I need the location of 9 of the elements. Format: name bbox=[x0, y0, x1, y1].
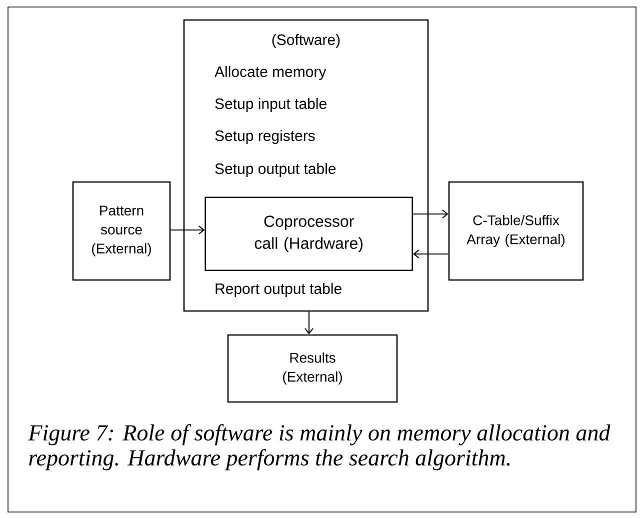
arrow bbox=[413, 210, 448, 218]
process-box: C-Table/Suffix Array (External) bbox=[448, 181, 584, 281]
arrow bbox=[304, 312, 314, 334]
caption: Figure 7: Role of software is mainly on memory allocation and reporting. Hardware performs the search algorithm. bbox=[28, 424, 610, 470]
process-box: Pattern source (External) bbox=[72, 181, 171, 281]
arrow bbox=[170, 226, 205, 234]
process-box: Results (External) bbox=[227, 334, 398, 403]
process-box: Coprocessor call (Hardware) bbox=[204, 196, 413, 271]
arrow bbox=[413, 250, 448, 258]
